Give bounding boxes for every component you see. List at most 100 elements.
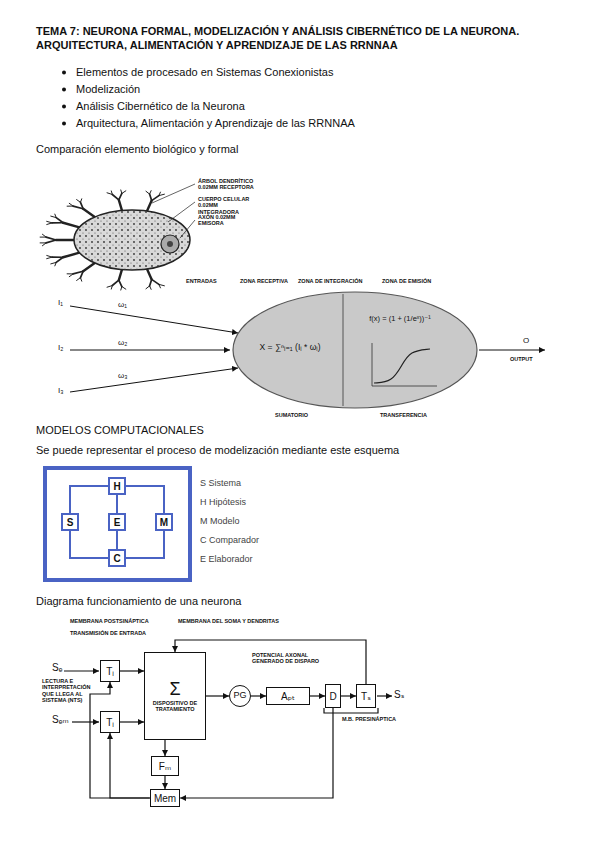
section-heading: MODELOS COMPUTACIONALES: [36, 424, 204, 437]
key-entry: S Sistema: [200, 478, 241, 488]
input-name: I₂: [58, 343, 63, 352]
dendrite-stroke: [56, 239, 74, 241]
connector-line: [164, 776, 165, 789]
zone-label: SUMATORIO: [275, 412, 308, 418]
part-label: CUERPO CELULAR 0.02MM INTEGRADORA: [198, 196, 260, 215]
biological-neuron: [40, 184, 195, 290]
box-label: Tᵢ: [106, 717, 114, 728]
bullet-item: Análisis Cibernético de la Neurona: [76, 100, 245, 113]
dendrite-stroke: [107, 286, 112, 288]
formal-neuron-ellipse: X = ∑ⁿᵢ₌₁ (Iᵢ * ωᵢ) f(x) = (1 + (1/eˣ))⁻¹: [232, 291, 478, 409]
bullet-dots: [62, 71, 66, 126]
annotation: LECTURA E INTERPRETACIÓN QUE LLEGA AL SI…: [42, 678, 86, 703]
box-caption: DISPOSITIVO DE TRATAMIENTO: [149, 700, 201, 712]
dendrite-stroke: [119, 193, 122, 199]
connector-line: [164, 740, 165, 756]
dendrite-stroke: [159, 284, 161, 287]
dendrite-stroke: [77, 200, 81, 203]
annotation: MEMBRANA POSTSINÁPTICA: [70, 618, 154, 624]
dendrite-stroke: [146, 191, 150, 194]
function-box: Fₘ: [151, 756, 179, 776]
weight-name: ω₃: [118, 371, 128, 380]
dendrite-stroke: [112, 280, 118, 285]
body-text: Se puede representar el proceso de model…: [36, 444, 399, 457]
box-label: E: [114, 517, 121, 528]
axon-box: Aₚₜ: [266, 687, 310, 705]
dendrite-stroke: [119, 200, 122, 211]
signal-name: Sₑₘ: [52, 714, 69, 726]
zone-label: TRANSFERENCIA: [380, 412, 427, 418]
output-label: OUTPUT: [510, 356, 533, 362]
annotation: MEMBRANA DEL SOMA Y DENDRITAS: [178, 618, 293, 624]
model-box: C: [108, 549, 126, 567]
page-title: TEMA 7: NEURONA FORMAL, MODELIZACIÓN Y A…: [36, 24, 566, 53]
signal-name: Sₑ: [52, 662, 62, 674]
box-label: C: [113, 553, 120, 564]
dendrite-stroke: [56, 218, 63, 223]
dendrite-stroke: [80, 199, 81, 203]
zone-label: ZONA RECEPTIVA: [240, 278, 288, 284]
dendrite-stroke: [46, 237, 56, 240]
connector-line: [310, 695, 325, 696]
annotation: TRANSMISIÓN DE ENTRADA: [70, 630, 154, 636]
model-frame: [45, 468, 190, 580]
key-entry: C Comparador: [200, 535, 259, 545]
zone-label: ZONA DE EMISIÓN: [382, 278, 431, 284]
dendrite-stroke: [112, 194, 118, 199]
connector-line: [206, 695, 229, 696]
dendrite-stroke: [40, 242, 46, 243]
model-box: M: [155, 513, 173, 531]
formula: f(x) = (1 + (1/eˣ))⁻¹: [346, 315, 454, 323]
dendrite-stroke: [77, 278, 81, 281]
dendrite-stroke: [83, 209, 95, 217]
dendrite-stroke: [150, 194, 152, 200]
box-label: Aₚₜ: [281, 691, 295, 702]
model-box: E: [108, 513, 126, 531]
dendrite-stroke: [152, 279, 159, 284]
dendrite-stroke: [122, 191, 126, 194]
connector-line: [110, 733, 150, 798]
box-label: Tₛ: [361, 691, 371, 702]
box-label: M: [160, 517, 168, 528]
annotation: M.B. PRESINÁPTICA: [342, 716, 402, 722]
connector-line: [341, 695, 356, 696]
box-label: D: [329, 691, 336, 702]
dendrite-stroke: [63, 253, 79, 258]
dendrite-stroke: [63, 223, 79, 228]
dendrite-stroke: [69, 203, 73, 206]
box-label: Tᵢ: [106, 666, 114, 677]
box-label: Fₘ: [159, 761, 171, 772]
bullet-item: Elementos de procesado en Sistemas Conex…: [76, 66, 333, 79]
transmission-box: Tᵢ: [100, 711, 120, 733]
section-heading: Comparación elemento biológico y formal: [36, 143, 238, 156]
output-name: O: [523, 336, 529, 345]
formula: X = ∑ⁿᵢ₌₁ (Iᵢ * ωᵢ): [240, 343, 340, 352]
model-box: S: [61, 513, 79, 531]
connector-line: [126, 486, 164, 513]
dendrite-stroke: [119, 280, 122, 286]
box-label: H: [113, 481, 120, 492]
dendrite-stroke: [147, 269, 152, 279]
connector-line: [116, 531, 118, 549]
dendrite-stroke: [111, 191, 112, 195]
dendrite-stroke: [146, 286, 150, 289]
input-name: I₁: [58, 298, 63, 307]
dendrite-stroke: [159, 194, 165, 195]
dendrite-stroke: [80, 278, 81, 282]
dendrite-stroke: [121, 190, 122, 194]
key-entry: M Modelo: [200, 516, 240, 526]
dendrite-stroke: [83, 263, 95, 271]
connector-line: [116, 495, 118, 513]
connector-line: [120, 721, 144, 722]
dendrite-stroke: [67, 273, 73, 274]
key-entry: E Elaborador: [200, 554, 253, 564]
processing-box: ΣDISPOSITIVO DE TRATAMIENTO: [144, 652, 206, 740]
dendrite-stroke: [150, 286, 152, 289]
annotation: POTENCIAL AXONAL GENERADO DE DISPARO: [252, 652, 324, 665]
connector-line: [70, 486, 108, 513]
connector-line: [90, 682, 150, 798]
dendrite-stroke: [55, 214, 56, 218]
signal-name: Sₛ: [394, 689, 404, 701]
box-label: PG: [233, 691, 246, 701]
dendrite-stroke: [121, 287, 122, 291]
